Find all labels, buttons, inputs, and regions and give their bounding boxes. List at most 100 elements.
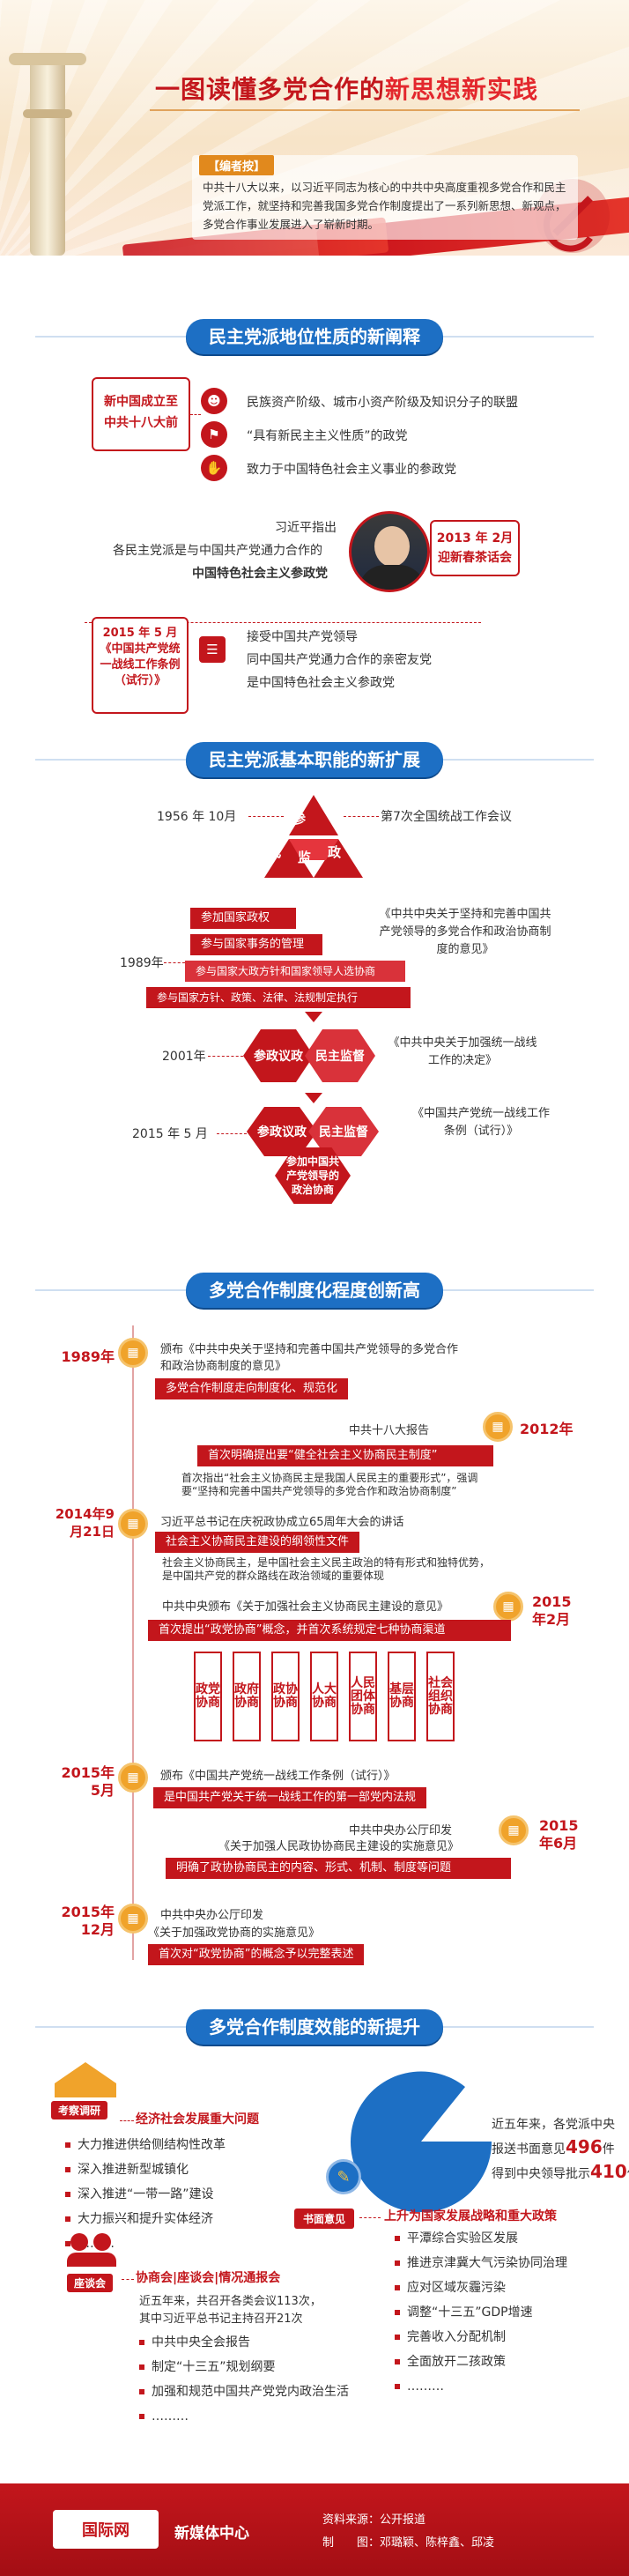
pie-text-1: 近五年来，各党派中央 [492,2118,615,2132]
channel-4: 人大协商 [310,1652,338,1741]
e2-text: 中共十八大报告 [349,1424,430,1437]
meetings-text-2: 其中习近平总书记主持召开21次 [139,2312,303,2326]
date-2015: 2015 年 5 月 [132,1127,208,1141]
channel-7: 社会组织协商 [426,1652,455,1741]
channel-3: 政协协商 [271,1652,300,1741]
pie-text-2: 报送书面意见496件 [492,2136,615,2157]
e6-text1: 中共中央办公厅印发 [349,1824,453,1837]
head-meetings: 协商会|座谈会|情况通报会 [136,2271,281,2285]
function-bar-4: 参与国家方针、政策、法律、法规制定执行 [146,987,411,1008]
event-box-2015: 2015 年 5 月《中国共产党统一战线工作条例（试行）》 [92,617,189,714]
people-group-icon [67,2233,120,2268]
date-1956: 1956 年 10月 [157,810,237,824]
section4-title: 多党合作制度效能的新提升 [186,2009,443,2045]
e3-bar: 社会主义协商民主建设的纲领性文件 [155,1532,360,1553]
triangle-diagram [264,791,363,880]
arrow-down-icon [305,1093,322,1103]
list-item: 制定“十三五”规划纲要 [139,2355,349,2379]
date-2001: 2001年 [162,1050,206,1064]
list-item: 应对区域灰霾污染 [395,2275,567,2300]
year-2015-jun: 2015年6月 [539,1817,579,1852]
pencil-icon: ✎ [326,2159,361,2194]
meetings-text-1: 近五年来，共召开各类会议113次， [139,2295,322,2308]
e7-text1: 中共中央办公厅印发 [160,1909,264,1922]
xi-quote-2: 中国特色社会主义参政党 [192,567,328,581]
list-meetings: 中共中央全会报告 制定“十三五”规划纲要 加强和规范中国共产党党内政治生活 ……… [139,2330,349,2429]
hex-canzheng-2001: 参政议政 [243,1029,314,1082]
document-icon: ☰ [199,636,226,663]
head-economy: 经济社会发展重大问题 [136,2112,259,2127]
year-2015-dec: 2015年12月 [61,1904,115,1938]
e1-bar: 多党合作制度走向制度化、规范化 [155,1378,349,1399]
tri-label-jian: 监 [298,850,312,865]
label-survey: 考察调研 [51,2101,108,2119]
e1-text: 颁布《中共中央关于坚持和完善中国共产党领导的多党合作和政治协商制度的意见》 [160,1343,459,1373]
e5-text: 颁布《中国共产党统一战线工作条例（试行）》 [160,1770,396,1783]
section2-header: 民主党派基本职能的新扩展 [0,742,629,827]
people-icon: ☻ [201,388,227,414]
list-item: ……… [395,2374,567,2399]
list-item: 调整“十三五”GDP增速 [395,2300,567,2325]
section4-header: 多党合作制度效能的新提升 [0,2009,629,2094]
list-item: 全面放开二孩政策 [395,2350,567,2374]
footer: 国际网 新媒体中心 资料来源：公开报道 制 图：邓璐颖、陈梓鑫、邱凌 [0,2483,629,2576]
footer-credit: 制 图：邓璐颖、陈梓鑫、邱凌 [322,2536,495,2550]
list-item: 推进京津冀大气污染协同治理 [395,2251,567,2275]
editor-note-text: 中共十八大以来，以习近平同志为核心的中共中央高度重视多党合作和民主党派工作，就坚… [203,181,566,231]
list-item: 平潭综合实验区发展 [395,2226,567,2251]
list-item: 加强和规范中国共产党党内政治生活 [139,2379,349,2404]
doc-2001: 《中共中央关于加强统一战线工作的决定》 [388,1036,537,1067]
date-1989: 1989年 [120,956,164,970]
xi-quote-1: 各民主党派是与中国共产党通力合作的 [113,544,322,558]
e5-bar: 是中国共产党关于统一战线工作的第一部党内法规 [153,1787,427,1808]
calendar-icon: ▦ [499,1815,529,1845]
list-item: 大力推进供给侧结构性改革 [65,2133,226,2157]
tri-label-dai: 代 [268,844,282,860]
function-bar-1: 参加国家政权 [190,908,296,929]
handshake-icon: ✋ [201,455,227,481]
hex-jiandu-2015: 民主监督 [308,1107,379,1156]
list-strategy: 平潭综合实验区发展 推进京津冀大气污染协同治理 应对区域灰霾污染 调整“十三五”… [395,2226,567,2399]
e7-text2: 《关于加强政党协商的实施意见》 [148,1926,321,1940]
calendar-icon: ▦ [118,1763,148,1793]
year-2015-may: 2015年5月 [61,1764,115,1799]
e7-bar: 首次对“政党协商”的概念予以完整表述 [148,1944,365,1965]
xi-portrait-avatar [349,511,430,592]
doc-1989: 《中共中央关于坚持和完善中国共产党领导的多党合作和政治协商制度的意见》 [379,908,551,956]
e6-bar: 明确了政协协商民主的内容、形式、机制、制度等问题 [166,1858,511,1879]
list-item: 中共中央全会报告 [139,2330,349,2355]
channel-5: 人民团体协商 [349,1652,377,1741]
year-2015-feb: 2015年2月 [532,1593,572,1628]
channel-2: 政府协商 [233,1652,261,1741]
calendar-icon: ▦ [493,1592,523,1622]
doc-2015: 《中国共产党统一战线工作条例（试行）》 [412,1107,551,1138]
timeline-line [132,1325,134,1960]
e4-text: 中共中央颁布《关于加强社会主义协商民主建设的意见》 [162,1600,449,1614]
footer-source: 资料来源：公开报道 [322,2513,426,2527]
label-written: 书面意见 [294,2209,355,2229]
channel-1: 政党协商 [194,1652,222,1741]
s1-item-2: “具有新民主主义性质”的政党 [247,429,408,443]
section3-header: 多党合作制度化程度创新高 [0,1273,629,1357]
calendar-icon: ▦ [118,1904,148,1934]
site-logo: 国际网 [53,2510,159,2549]
arrow-down-icon [305,1012,322,1022]
list-item: 深入推进“一带一路”建设 [65,2182,226,2207]
e6-text2: 《关于加强人民政协协商民主建设的实施意见》 [218,1840,460,1853]
year-1989: 1989年 [61,1348,115,1365]
e4-bar: 首次提出“政党协商”概念，并首次系统规定七种协商渠道 [148,1620,511,1641]
pie-text-3: 得到中央领导批示410件 [492,2161,629,2182]
event-1956: 第7次全国统战工作会议 [381,810,512,824]
e2-sub: 首次指出“社会主义协商民主是我国人民民主的重要形式”，强调要“坚持和完善中国共产… [181,1472,478,1497]
channel-6: 基层协商 [388,1652,416,1741]
head-strategy: 上升为国家发展战略和重大政策 [384,2209,557,2223]
section1-title: 民主党派地位性质的新阐释 [186,319,443,354]
list-item: 完善收入分配机制 [395,2325,567,2350]
s1-item2-3: 是中国特色社会主义参政党 [247,676,395,690]
xi-said: 习近平指出 [275,521,337,535]
e3-sub: 社会主义协商民主，是中国社会主义民主政治的特有形式和独特优势，是中国共产党的群众… [162,1556,491,1582]
footer-center: 新媒体中心 [174,2525,249,2543]
year-2012: 2012年 [520,1421,574,1437]
function-bar-2: 参与国家事务的管理 [190,934,322,955]
e3-text: 习近平总书记在庆祝政协成立65周年大会的讲话 [160,1516,404,1529]
